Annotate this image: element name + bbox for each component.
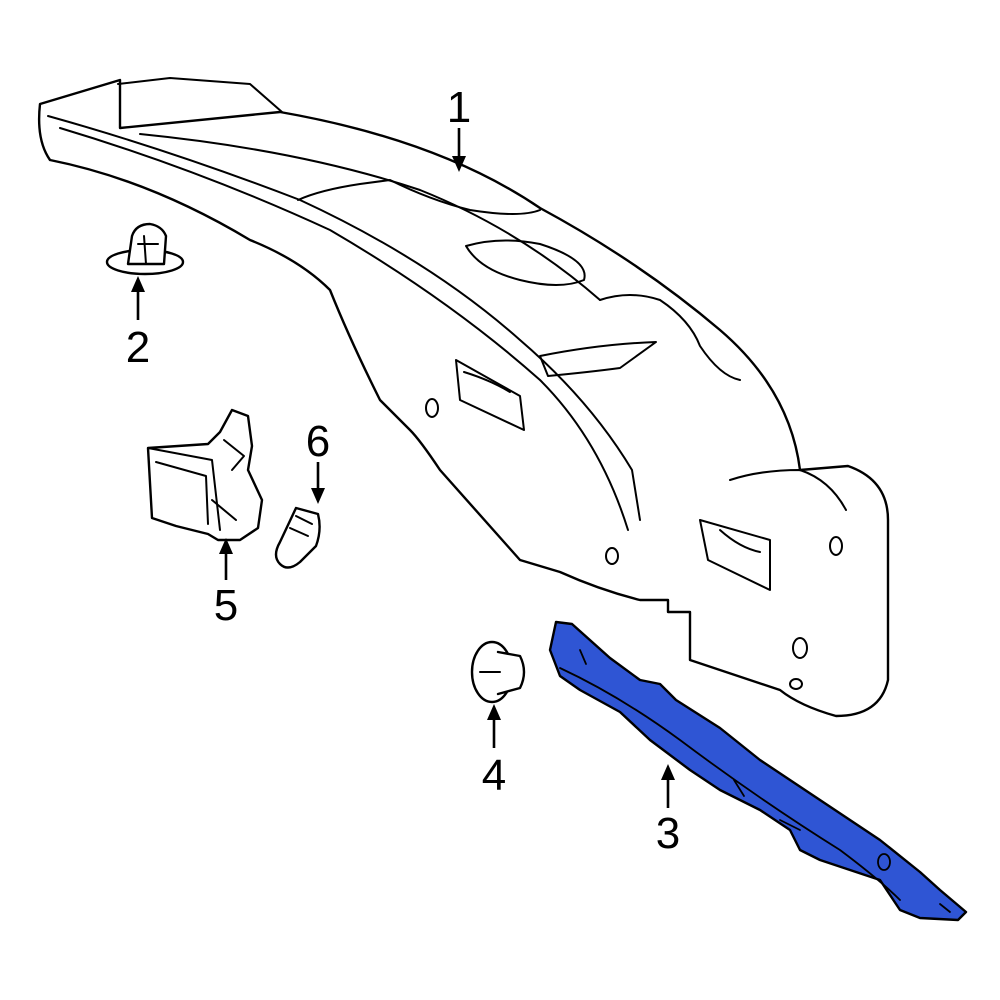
part-1-trunk-trim-panel	[37, 77, 890, 718]
callout-label-2: 2	[125, 323, 151, 372]
part-6-bulb	[274, 506, 321, 569]
callout-label-1: 1	[446, 83, 472, 132]
part-4-push-clip	[470, 640, 526, 704]
callout-label-3: 3	[655, 809, 681, 858]
callout-arrows	[131, 128, 675, 808]
part-3-reinforcement-bracket	[548, 620, 968, 922]
part-5-lamp-housing	[146, 408, 264, 542]
callout-label-4: 4	[481, 751, 507, 800]
callout-label-5: 5	[213, 581, 239, 630]
callout-label-6: 6	[305, 417, 331, 466]
part-2-push-clip	[105, 222, 185, 276]
